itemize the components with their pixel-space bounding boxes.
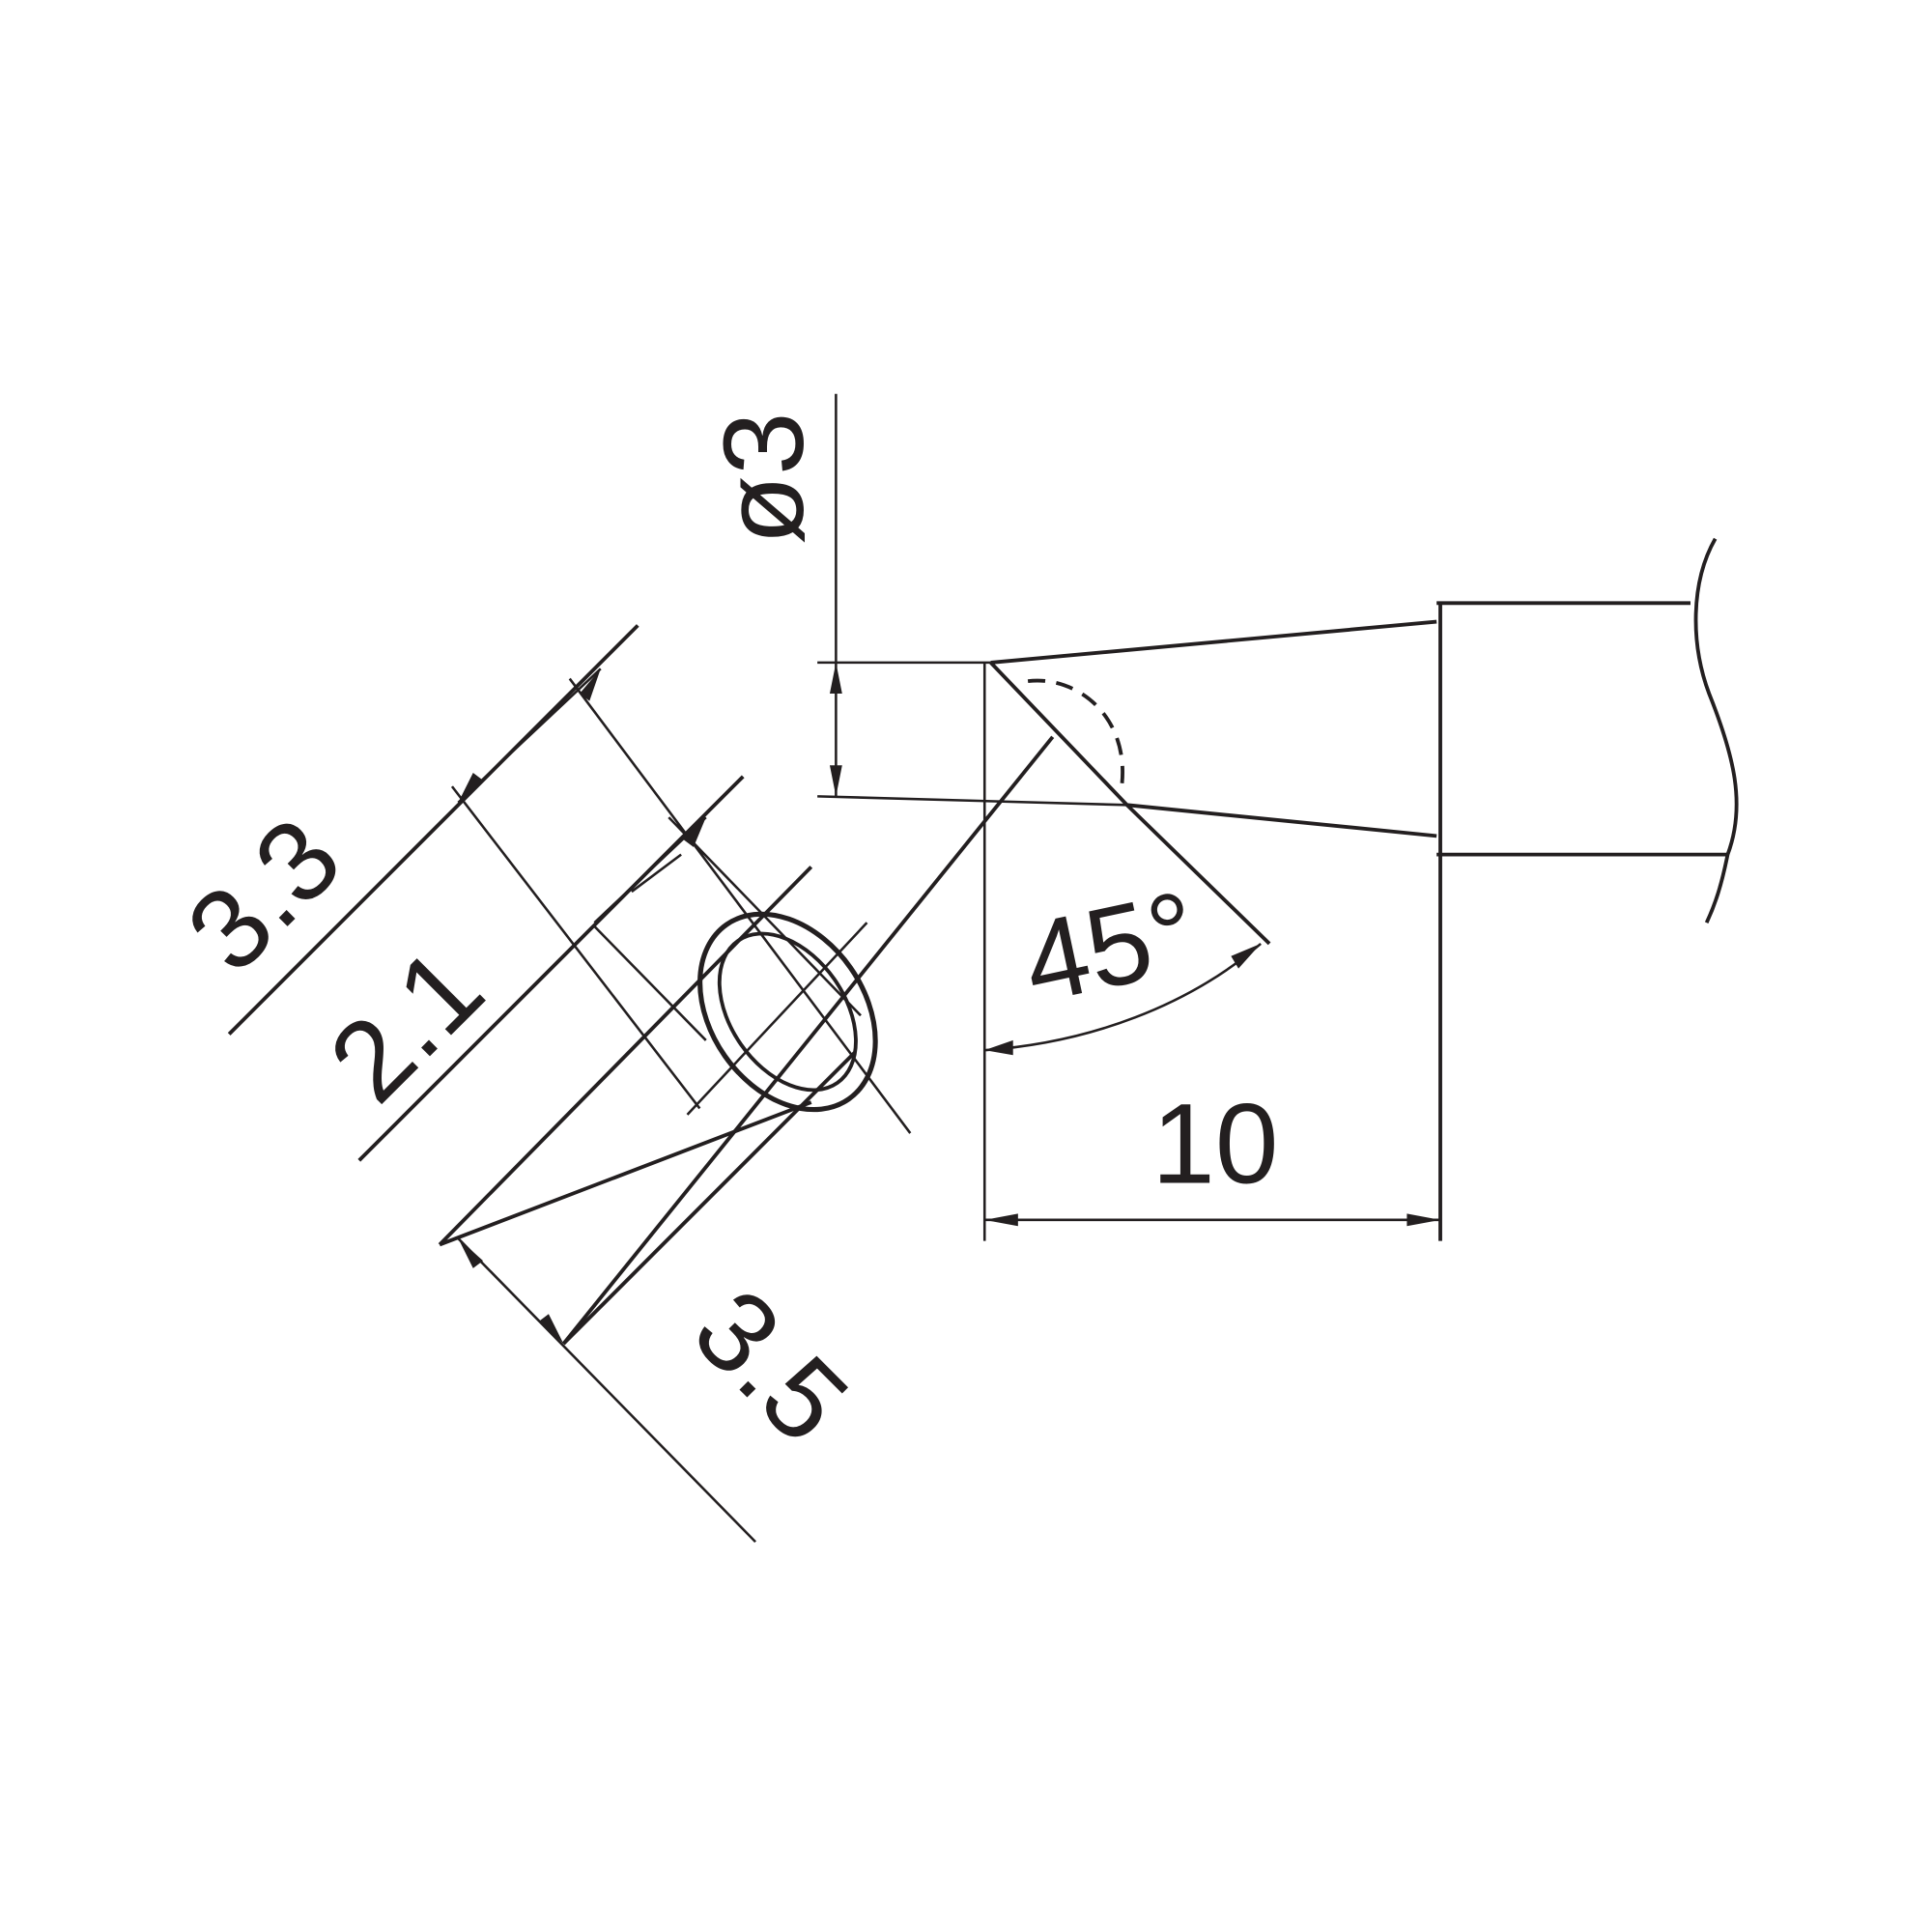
length-label: 10 <box>1151 1079 1278 1207</box>
break-line <box>1693 537 1739 923</box>
face-edge-extension <box>439 1100 812 1247</box>
inner-width-extension <box>357 775 745 1162</box>
inner-width-label: 2.1 <box>304 923 506 1125</box>
taper-bottom-edge <box>1126 803 1437 838</box>
hidden-arc <box>1027 678 1124 793</box>
outer-ellipse <box>697 911 878 1113</box>
outer-width-label: 3.3 <box>162 793 364 995</box>
shaft-edges <box>1436 601 1728 857</box>
tip-end-view <box>227 624 1055 1346</box>
width-guides <box>450 677 912 1134</box>
tip-side-view <box>817 537 1739 1241</box>
diameter-dimension: ø3 <box>699 393 842 797</box>
taper-top-edge <box>990 619 1437 665</box>
outer-width-extension <box>227 624 639 1036</box>
face-width-dimension: 3.5 <box>457 1237 872 1544</box>
face-width-label: 3.5 <box>670 1264 872 1466</box>
length-dimension: 10 <box>984 1079 1441 1227</box>
angle-label: 45° <box>1012 867 1208 1027</box>
diameter-label: ø3 <box>699 412 827 545</box>
inner-ellipse <box>717 931 858 1093</box>
diameter-extensions <box>817 661 1127 807</box>
face-edge-line <box>561 735 1055 1346</box>
